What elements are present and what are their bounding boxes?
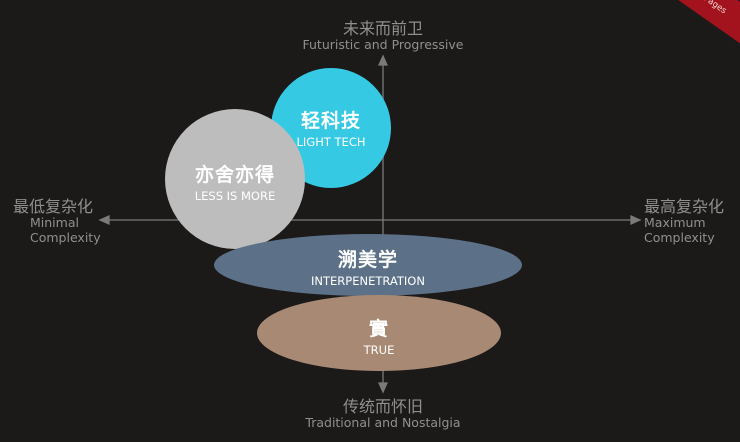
less-is-more-label: 亦舍亦得 LESS IS MORE — [170, 160, 300, 203]
light-tech-label: 轻科技 LIGHT TECH — [271, 106, 391, 149]
right-axis-label: 最高复杂化 Maximum Complexity — [644, 197, 725, 245]
less-is-more-label-en: LESS IS MORE — [194, 189, 276, 203]
bottom-axis-label-en: Traditional and Nostalgia — [305, 415, 461, 431]
axis-arrow-right — [630, 214, 642, 226]
bottom-axis-label: 传统而怀旧 Traditional and Nostalgia — [283, 397, 483, 431]
left-axis-label-zh: 最低复杂化 — [13, 197, 94, 216]
right-axis-label-en-1: Maximum — [644, 215, 706, 231]
axis-arrow-left — [98, 214, 110, 226]
top-axis-label-en: Futuristic and Progressive — [302, 37, 464, 53]
left-axis-label-en-1: Minimal — [30, 215, 79, 231]
right-axis-label-zh: 最高复杂化 — [644, 197, 725, 216]
less-is-more-circle — [165, 109, 305, 249]
true-label-en: TRUE — [363, 343, 395, 357]
light-tech-label-zh: 轻科技 — [300, 110, 361, 132]
bottom-axis-label-zh: 传统而怀旧 — [342, 397, 423, 416]
top-axis-label: 未来而前卫 Futuristic and Progressive — [283, 19, 483, 53]
interpenetration-ellipse — [214, 234, 522, 296]
top-axis-label-zh: 未来而前卫 — [342, 19, 423, 38]
left-axis-label-en-2: Complexity — [30, 229, 101, 245]
less-is-more-label-zh: 亦舍亦得 — [194, 164, 275, 186]
interpenetration-label: 溯美学 INTERPENETRATION — [288, 245, 448, 288]
interpenetration-label-zh: 溯美学 — [337, 249, 398, 271]
true-label-zh: 實 — [368, 318, 389, 340]
interpenetration-label-en: INTERPENETRATION — [311, 274, 425, 288]
left-axis-label: 最低复杂化 Minimal Complexity — [13, 197, 101, 245]
true-label: 實 TRUE — [329, 314, 429, 357]
right-axis-label-en-2: Complexity — [644, 229, 715, 245]
light-tech-label-en: LIGHT TECH — [296, 135, 366, 149]
true-ellipse — [257, 295, 501, 371]
axis-arrow-down — [377, 382, 389, 394]
axis-arrow-up — [377, 54, 389, 66]
